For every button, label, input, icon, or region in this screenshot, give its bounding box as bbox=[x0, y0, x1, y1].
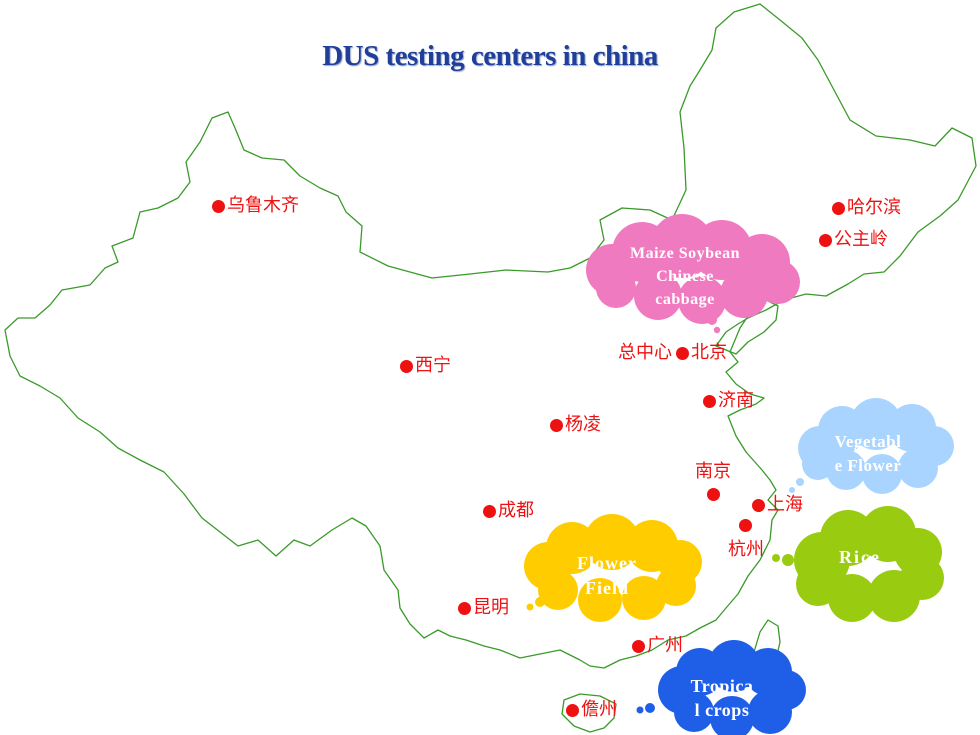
city-chengdu: 成都 bbox=[483, 501, 534, 521]
city-dot bbox=[706, 488, 720, 501]
city-label: 昆明 bbox=[473, 597, 509, 618]
callout-text-hangzhou: Rice bbox=[820, 546, 900, 568]
callout-cloud-beijing bbox=[586, 214, 800, 334]
city-label: 乌鲁木齐 bbox=[227, 195, 299, 216]
callout-line: Maize Soybean bbox=[629, 245, 741, 262]
city-jinan: 济南 bbox=[703, 391, 754, 411]
city-label: 上海 bbox=[767, 494, 803, 515]
city-harbin: 哈尔滨 bbox=[832, 198, 901, 218]
callout-text-shanghai: Vegetabl e Flower bbox=[806, 430, 930, 478]
city-guangzhou: 广州 bbox=[632, 636, 683, 656]
city-label: 南京 bbox=[695, 461, 731, 482]
city-label: 公主岭 bbox=[834, 229, 888, 250]
city-gongzhuling: 公主岭 bbox=[819, 230, 888, 250]
callout-text-danzhou: Tropica l crops bbox=[680, 674, 764, 722]
callout-cloud-danzhou bbox=[636, 640, 806, 735]
city-dot bbox=[752, 498, 765, 512]
callout-text-beijing: Maize Soybean Chinese cabbage bbox=[600, 242, 770, 311]
callout-line: l crops bbox=[694, 700, 750, 720]
city-hangzhou: 杭州 bbox=[728, 519, 764, 560]
city-dot bbox=[739, 519, 752, 532]
city-dot bbox=[832, 201, 845, 215]
city-label: 济南 bbox=[718, 390, 754, 411]
callout-line: e Flower bbox=[834, 456, 902, 475]
city-dot bbox=[550, 418, 563, 432]
city-dot bbox=[483, 504, 496, 518]
city-label: 儋州 bbox=[581, 699, 617, 720]
city-label: 杨凌 bbox=[565, 414, 601, 435]
city-label: 北京 bbox=[691, 342, 727, 363]
city-nanjing: 南京 bbox=[695, 462, 731, 501]
city-dot bbox=[676, 346, 689, 360]
city-kunming: 昆明 bbox=[458, 598, 509, 618]
map-title: DUS testing centers in china bbox=[322, 40, 658, 72]
city-dot bbox=[632, 639, 645, 653]
callout-cloud-hangzhou bbox=[772, 506, 944, 622]
city-danzhou: 儋州 bbox=[566, 700, 617, 720]
callout-line: Tropica bbox=[690, 676, 754, 696]
city-dot bbox=[400, 359, 413, 373]
city-label: 杭州 bbox=[728, 539, 764, 560]
city-beijing: 总中心 北京 bbox=[618, 343, 727, 363]
city-label: 成都 bbox=[498, 500, 534, 521]
city-prefix-label: 总中心 bbox=[618, 342, 672, 363]
city-shanghai: 上海 bbox=[752, 495, 803, 515]
hainan-border bbox=[561, 693, 617, 733]
city-label: 西宁 bbox=[415, 355, 451, 376]
city-label: 哈尔滨 bbox=[847, 197, 901, 218]
callout-line: Field bbox=[585, 578, 629, 598]
city-dot bbox=[212, 199, 225, 213]
city-dot bbox=[458, 601, 471, 615]
city-urumqi: 乌鲁木齐 bbox=[212, 196, 299, 216]
callout-line: Flower bbox=[577, 553, 637, 573]
callout-line: Vegetabl bbox=[834, 432, 902, 451]
city-dot bbox=[566, 703, 579, 717]
callout-line: cabbage bbox=[655, 291, 715, 308]
callout-line: Rice bbox=[839, 547, 881, 567]
callout-cloud-shanghai bbox=[789, 398, 954, 494]
callout-line: Chinese bbox=[656, 268, 714, 285]
callout-text-kunming: Flower Field bbox=[562, 551, 652, 601]
city-dot bbox=[819, 233, 832, 247]
city-yangling: 杨凌 bbox=[550, 415, 601, 435]
city-label: 广州 bbox=[647, 635, 683, 656]
callout-cloud-kunming bbox=[524, 514, 702, 622]
city-dot bbox=[703, 394, 716, 408]
china-border bbox=[4, 3, 977, 669]
city-xining: 西宁 bbox=[400, 356, 451, 376]
